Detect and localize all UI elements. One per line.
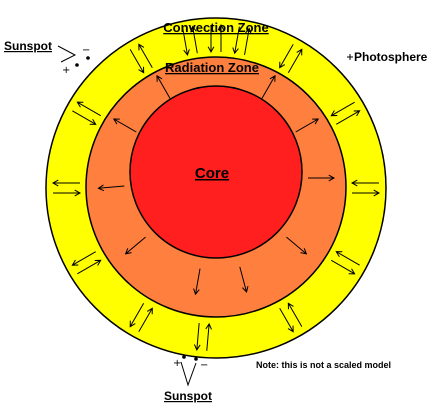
sunspot-bottom-pointer <box>180 361 197 387</box>
photosphere-label: Photosphere <box>354 50 428 64</box>
convection-arrow-up <box>193 323 201 351</box>
scale-note: Note: this is not a scaled model <box>256 360 391 370</box>
convection-arrow-down <box>77 259 102 275</box>
convection-arrow-down <box>335 251 360 266</box>
convection-arrow-down <box>129 49 145 74</box>
radiation-arrow <box>193 268 201 296</box>
sunspot-top-minus: − <box>82 45 90 56</box>
sunspot-bottom-label: Sunspot <box>164 389 212 403</box>
radiation-arrow <box>156 74 171 99</box>
convection-arrow-down <box>53 189 82 197</box>
radiation-arrow <box>308 174 336 182</box>
sunspot-bottom-dot-a <box>182 355 186 359</box>
convection-arrows <box>51 23 381 351</box>
convection-arrow-up <box>138 43 153 68</box>
sunspot-top-dot-b <box>86 56 90 60</box>
sunspot-top-label: Sunspot <box>4 39 52 53</box>
convection-arrow-up <box>190 25 198 54</box>
convection-arrow-up <box>71 251 96 266</box>
convection-arrow-up <box>287 48 303 73</box>
convection-arrow-down <box>232 26 240 55</box>
convection-arrow-down <box>138 307 153 332</box>
convection-arrow-down <box>205 322 212 351</box>
sunspot-bottom-dot-b <box>194 357 198 361</box>
convection-arrow-down <box>330 101 355 117</box>
convection-arrow-up <box>336 110 361 125</box>
radiation-arrow <box>97 184 125 192</box>
radiation-arrow <box>239 266 249 293</box>
convection-arrow-down <box>287 302 303 327</box>
radiation-arrow <box>295 118 320 133</box>
convection-arrow-up <box>76 101 101 117</box>
convection-arrow-up <box>51 179 80 187</box>
convection-arrow-down <box>182 28 190 56</box>
convection-arrow-up <box>331 259 356 275</box>
sunspot-bottom-minus: − <box>200 360 208 371</box>
radiation-arrow <box>286 236 308 255</box>
convection-zone-label: Convection Zone <box>163 20 268 35</box>
convection-arrow-down <box>207 25 215 54</box>
convection-arrow-down <box>350 179 379 187</box>
radiation-zone-label: Radiation Zone <box>165 60 259 75</box>
convection-arrow-down <box>279 44 294 69</box>
convection-arrow-up <box>352 189 381 197</box>
convection-arrow-up <box>279 308 294 333</box>
convection-arrow-up <box>217 23 225 52</box>
sunspot-top-dot-a <box>75 63 79 67</box>
core-label: Core <box>195 165 229 182</box>
sunspot-top-plus: + <box>62 65 70 76</box>
radiation-arrow <box>124 236 146 255</box>
core-layer <box>129 85 303 259</box>
sunspot-top-pointer <box>57 45 77 63</box>
radiation-arrow <box>261 74 276 99</box>
convection-arrow-up <box>129 303 145 328</box>
radiation-arrows <box>97 74 336 296</box>
radiation-arrow <box>112 118 137 133</box>
sunspot-bottom-plus: + <box>173 358 181 369</box>
convection-arrow-down <box>72 110 97 125</box>
convection-arrow-up <box>244 27 252 56</box>
